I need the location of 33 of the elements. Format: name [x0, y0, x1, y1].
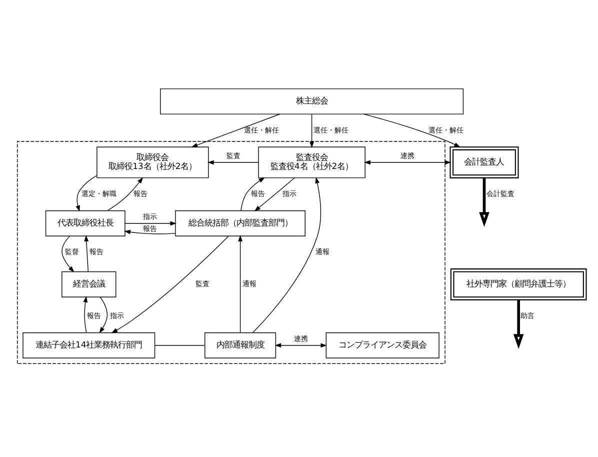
arrow — [124, 229, 176, 234]
node-box: 取締役会 取締役13名（社外2名） — [96, 146, 209, 178]
arrow — [62, 235, 74, 272]
arrow — [76, 174, 98, 212]
arrow — [363, 113, 460, 147]
node-box: 経営会議 — [62, 270, 116, 297]
node-box: 監査役会 監査役4名（社外2名） — [258, 146, 366, 178]
arrow — [240, 176, 265, 210]
arrow — [84, 234, 89, 272]
arrow — [238, 234, 242, 333]
arrow — [252, 176, 322, 333]
node-box: コンプライアンス委員会 — [326, 332, 440, 358]
arrow — [124, 220, 176, 226]
arrow — [310, 113, 314, 148]
node-box: 内部通報制度 — [204, 332, 276, 358]
node-box: 代表取締役社長 — [45, 210, 126, 236]
arrow — [99, 296, 108, 333]
node-box: 会計監査人 — [450, 146, 519, 178]
arrow — [83, 296, 88, 333]
node-box: 株主総会 — [160, 88, 464, 114]
arrow — [274, 342, 327, 348]
arrow — [207, 160, 259, 164]
arrow — [254, 177, 295, 211]
arrow — [111, 235, 229, 333]
arrow — [107, 176, 144, 211]
node-box: 社外専門家（顧問弁護士等） — [450, 268, 587, 300]
arrow — [513, 299, 524, 348]
connector — [154, 344, 205, 346]
node-box: 連結子会社14社業務執行部門 — [22, 332, 156, 358]
arrow — [191, 113, 280, 147]
arrow — [479, 177, 490, 226]
arrow — [364, 160, 452, 164]
node-box: 総合統括部（内部監査部門） — [175, 210, 306, 236]
